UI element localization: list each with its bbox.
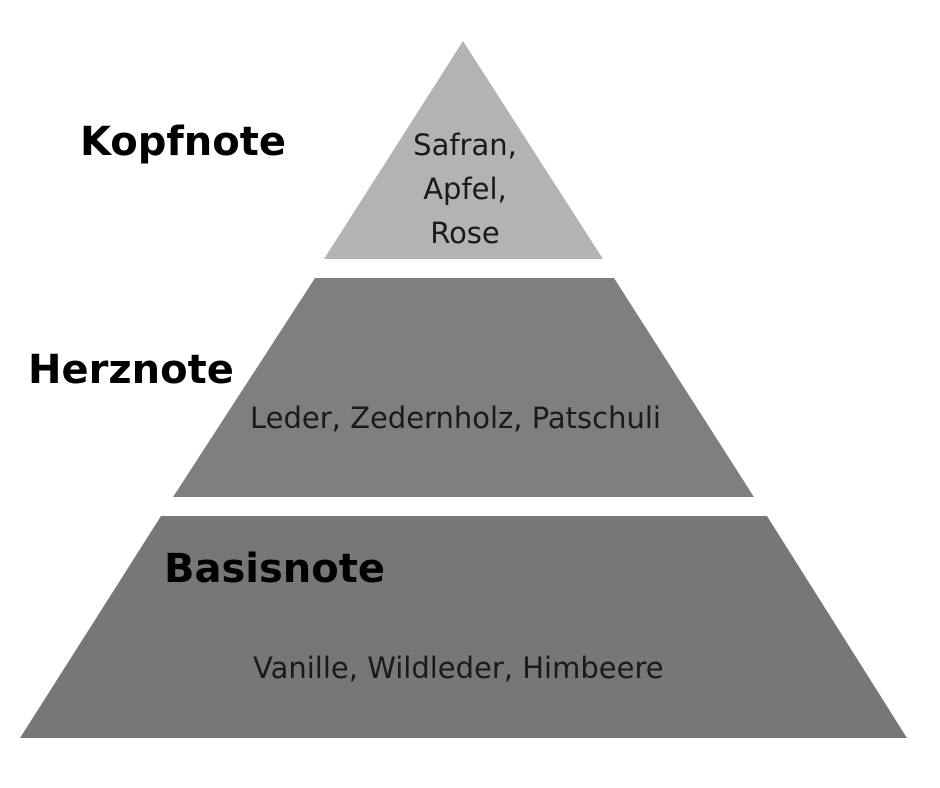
base-note-ingredients: Vanille, Wildleder, Himbeere (253, 651, 664, 685)
top-tier-shape (324, 41, 603, 259)
base-tier-shape (20, 516, 907, 738)
top-note-label: Kopfnote (80, 119, 287, 165)
heart-note-ingredients: Leder, Zedernholz, Patschuli (250, 401, 661, 435)
heart-note-label: Herznote (28, 347, 234, 393)
top-note-ingredients: Safran, Apfel, Rose (365, 123, 565, 255)
top-note-ingredient-1: Safran, (413, 128, 517, 162)
top-note-ingredient-3: Rose (430, 216, 500, 250)
top-note-ingredient-2: Apfel, (423, 172, 507, 206)
base-note-label: Basisnote (164, 546, 386, 592)
middle-tier-shape (173, 278, 754, 497)
